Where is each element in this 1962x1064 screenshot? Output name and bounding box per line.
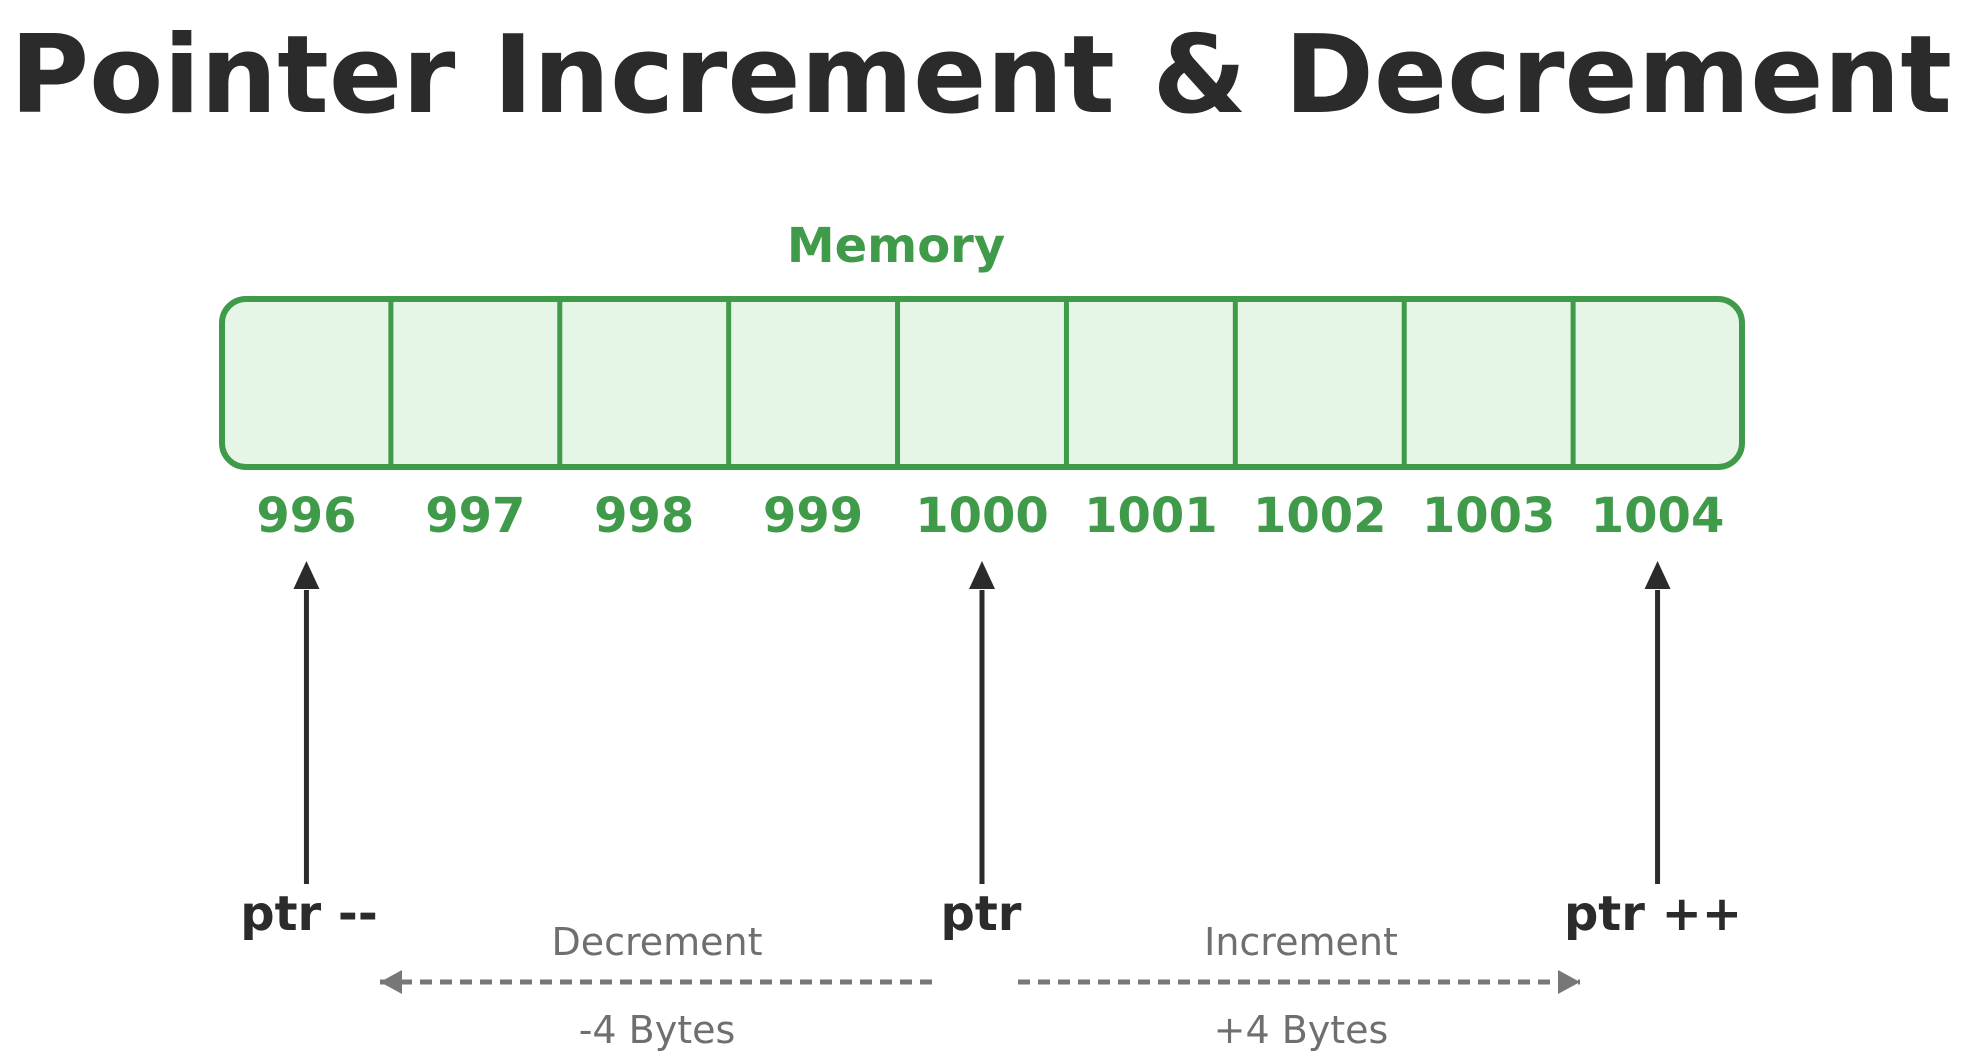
memory-block	[219, 296, 1745, 470]
increment-label: Increment	[1204, 920, 1398, 964]
memory-address-label: 998	[594, 488, 694, 544]
decrement-bytes-label: -4 Bytes	[579, 1008, 736, 1052]
pointer-current-label: ptr	[941, 886, 1022, 942]
page-title: Pointer Increment & Decrement	[10, 13, 1952, 138]
memory-address-label: 1001	[1084, 488, 1218, 544]
arrow-head	[293, 561, 320, 589]
memory-address-label: 996	[256, 488, 356, 544]
pointer-incremented-label: ptr ++	[1564, 886, 1742, 942]
arrow-head	[969, 561, 995, 589]
memory-container	[219, 296, 1745, 470]
decrement-dashed-arrow	[380, 970, 937, 994]
pointer-current-arrow	[969, 561, 995, 884]
dashed-arrows	[380, 970, 1580, 994]
memory-address-label: 1000	[915, 488, 1049, 544]
dashed-arrow-head	[380, 970, 402, 994]
arrow-head	[1644, 561, 1671, 589]
memory-address-label: 1003	[1422, 488, 1556, 544]
memory-address-label: 1004	[1591, 488, 1725, 544]
pointer-decremented-arrow	[293, 561, 320, 884]
pointer-arrows	[293, 561, 1671, 884]
address-labels: 996 997 998 999 1000 1001 1002 1003 1004	[256, 488, 1724, 544]
increment-dashed-arrow	[1018, 970, 1580, 994]
pointer-incremented-arrow	[1644, 561, 1671, 884]
memory-label: Memory	[787, 218, 1005, 274]
pointer-decremented-label: ptr --	[240, 886, 378, 942]
dashed-arrow-head	[1558, 970, 1580, 994]
memory-address-label: 999	[763, 488, 863, 544]
increment-bytes-label: +4 Bytes	[1214, 1008, 1389, 1052]
cell-dividers	[388, 299, 1576, 467]
memory-address-label: 997	[425, 488, 525, 544]
decrement-label: Decrement	[551, 920, 762, 964]
memory-address-label: 1002	[1253, 488, 1387, 544]
